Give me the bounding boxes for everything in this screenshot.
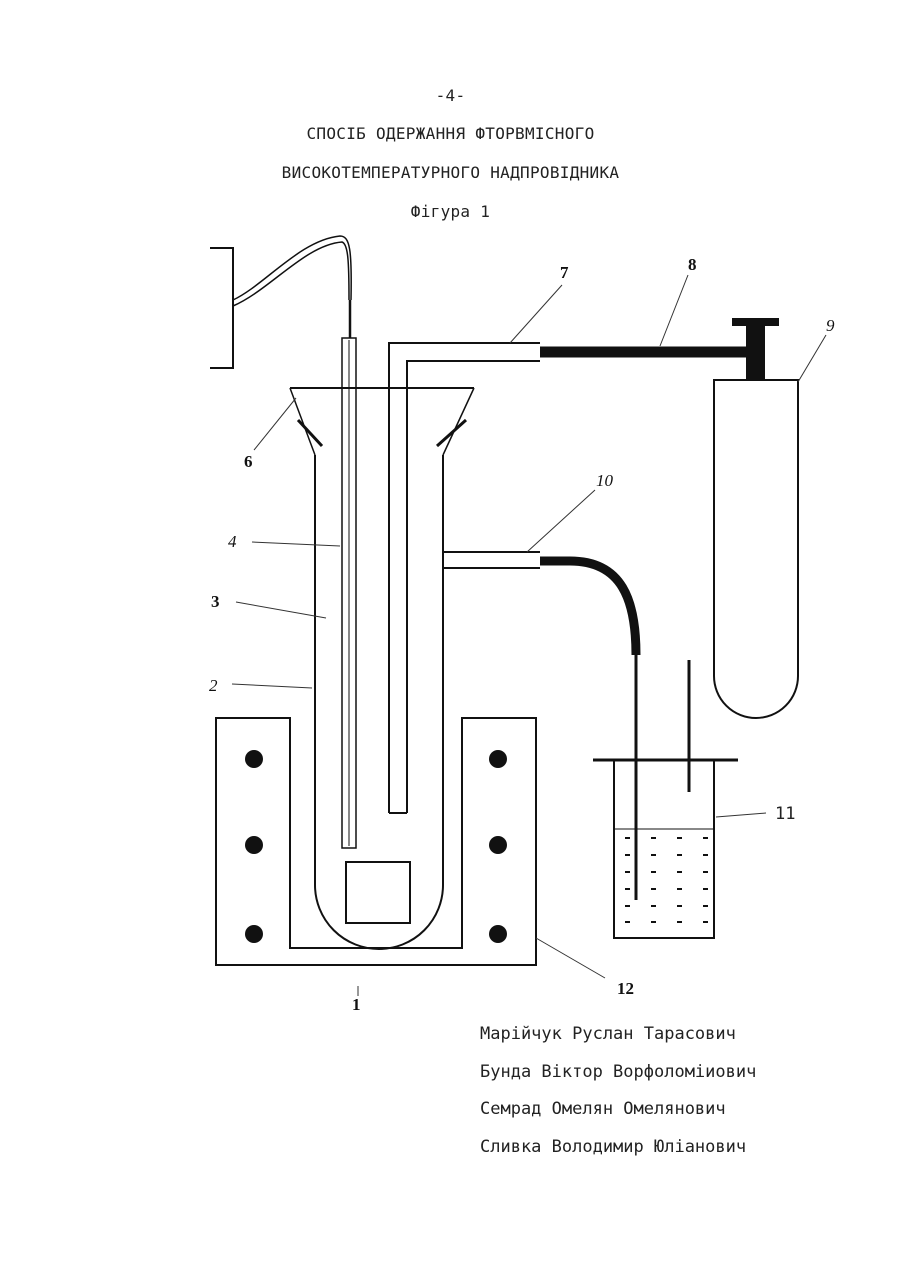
heater-dot: [489, 925, 507, 943]
thermocouple-wire-lower: [233, 242, 349, 306]
heater-dot: [245, 925, 263, 943]
valve-body: [746, 324, 765, 380]
label-3: 3: [211, 592, 220, 611]
furnace: [216, 718, 536, 965]
outer-vessel: [315, 455, 443, 949]
outlet-tube: [443, 552, 540, 568]
author-4: Сливка Володимир Юліанович: [480, 1137, 746, 1157]
inlet-tube-inner: [407, 361, 540, 813]
thermocouple-wire-upper: [233, 236, 351, 300]
label-8: 8: [688, 255, 697, 274]
thermocouple-bracket: [210, 248, 233, 368]
heater-dot: [245, 750, 263, 768]
label-7: 7: [560, 263, 569, 282]
author-1: Марійчук Руслан Тарасович: [480, 1024, 736, 1044]
label-1: 1: [352, 995, 361, 1014]
heater-dot: [489, 836, 507, 854]
label-11: 11: [775, 804, 795, 824]
label-6: 6: [244, 452, 253, 471]
label-10: 10: [596, 471, 614, 490]
inlet-tube-outer: [389, 343, 540, 813]
outlet-hose: [540, 561, 636, 655]
sample-crucible: [346, 862, 410, 923]
leader-lines: [232, 275, 826, 996]
author-3: Семрад Омелян Омелянович: [480, 1099, 726, 1119]
label-9: 9: [826, 316, 835, 335]
funnel-right: [443, 388, 474, 455]
funnel-left: [290, 388, 315, 455]
gas-cylinder: [714, 380, 798, 718]
heating-elements: [245, 750, 507, 943]
author-2: Бунда Віктор Ворфоломіиович: [480, 1062, 756, 1082]
heater-dot: [245, 836, 263, 854]
label-4: 4: [228, 532, 237, 551]
label-12: 12: [617, 979, 634, 998]
lid-seal-right: [437, 420, 466, 446]
heater-dot: [489, 750, 507, 768]
absorber-vessel: [614, 760, 714, 938]
label-2: 2: [209, 676, 218, 695]
